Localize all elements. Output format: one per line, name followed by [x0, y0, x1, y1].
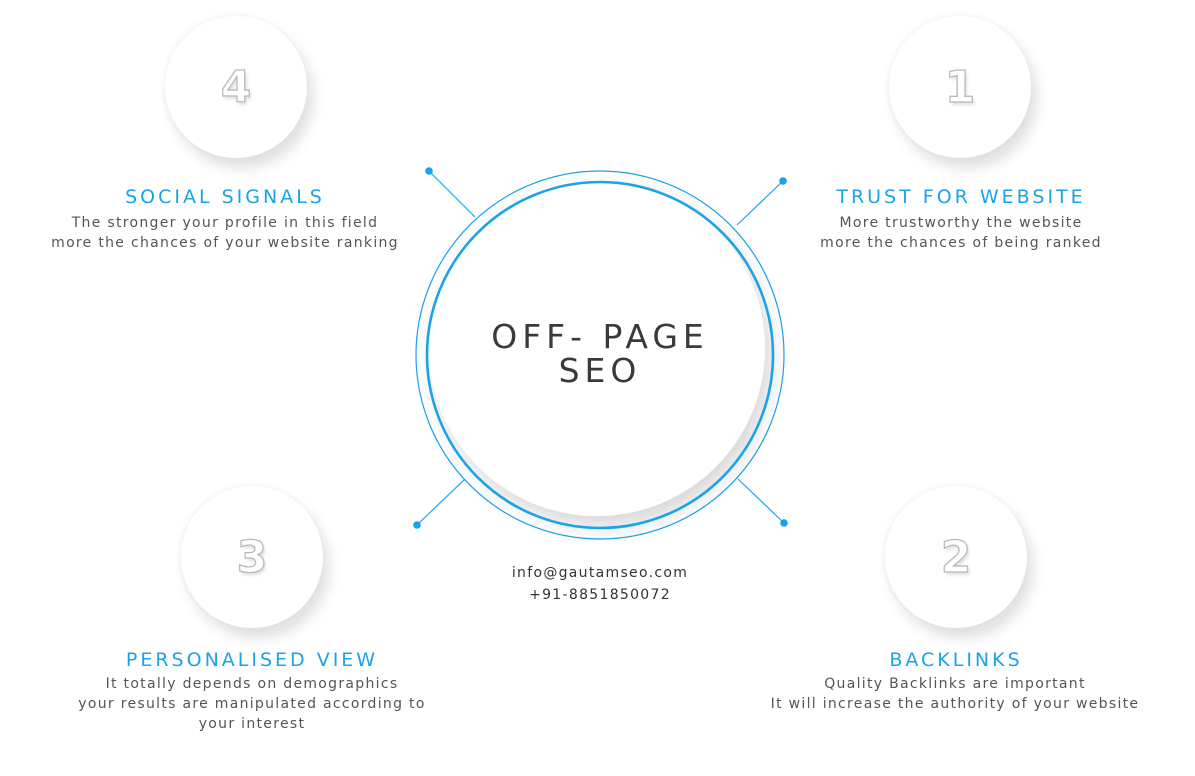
item-title-trust-for-website: TRUST FOR WEBSITE — [836, 186, 1086, 208]
connector-line-top-left — [428, 170, 476, 218]
desc-line: Quality Backlinks are important — [824, 676, 1086, 692]
connector-dot-top-left — [425, 167, 433, 175]
item-title-social-signals: SOCIAL SIGNALS — [125, 186, 325, 208]
number-2: 2 — [940, 531, 972, 583]
desc-line: The stronger your profile in this field — [71, 215, 379, 231]
contact-email[interactable]: info@gautamseo.com — [511, 565, 689, 581]
desc-line: your results are manipulated according t… — [78, 696, 426, 712]
desc-line: more the chances of being ranked — [820, 235, 1102, 251]
desc-line: more the chances of your website ranking — [51, 235, 399, 251]
outer-ring — [415, 170, 785, 540]
connector-dot-bottom-right — [780, 519, 788, 527]
desc-line: your interest — [198, 716, 306, 732]
contact-info: info@gautamseo.com +91-8851850072 — [450, 562, 750, 606]
item-desc-trust-for-website: More trustworthy the website more the ch… — [736, 213, 1186, 253]
inner-ring — [425, 180, 775, 530]
center-disc — [429, 180, 765, 516]
item-title-backlinks: BACKLINKS — [889, 649, 1023, 671]
number-4: 4 — [220, 61, 252, 113]
number-3: 3 — [236, 531, 268, 583]
center-title-line1: OFF- PAGE — [491, 317, 709, 356]
item-desc-backlinks: Quality Backlinks are important It will … — [720, 674, 1190, 714]
connector-line-bottom-left — [416, 478, 466, 526]
number-circle-4: 4 — [165, 16, 307, 158]
item-title-personalised-view: PERSONALISED VIEW — [125, 649, 379, 671]
item-desc-social-signals: The stronger your profile in this field … — [0, 213, 450, 253]
connector-line-top-right — [736, 180, 784, 226]
connector-dot-bottom-left — [413, 521, 421, 529]
desc-line: It will increase the authority of your w… — [770, 696, 1140, 712]
center-title-line2: SEO — [558, 351, 642, 390]
connector-dot-top-right — [779, 177, 787, 185]
center-title: OFF- PAGE SEO — [400, 320, 800, 388]
number-circle-1: 1 — [889, 16, 1031, 158]
desc-line: More trustworthy the website — [839, 215, 1083, 231]
desc-line: It totally depends on demographics — [105, 676, 399, 692]
contact-phone[interactable]: +91-8851850072 — [529, 587, 671, 603]
number-circle-2: 2 — [885, 486, 1027, 628]
item-desc-personalised-view: It totally depends on demographics your … — [27, 674, 477, 734]
number-circle-3: 3 — [181, 486, 323, 628]
number-1: 1 — [944, 61, 976, 113]
connector-line-bottom-right — [737, 478, 785, 524]
